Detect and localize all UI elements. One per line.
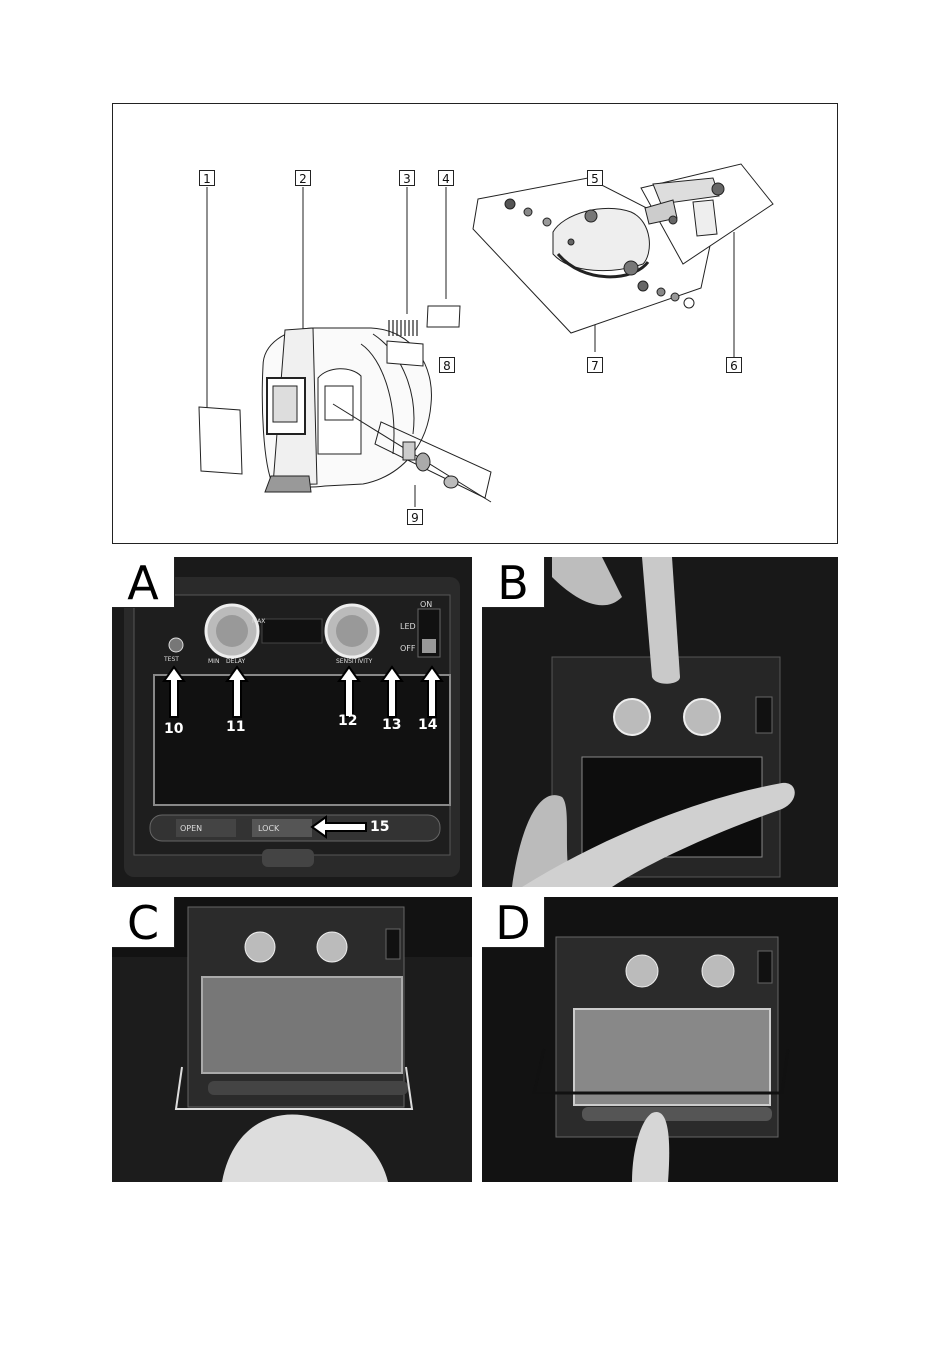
on-label: ON <box>420 600 432 609</box>
photo-panel-d: D <box>482 897 838 1182</box>
part-number-2: 2 <box>295 170 311 186</box>
part-number-6: 6 <box>726 357 742 373</box>
photo-panel-c: C <box>112 897 472 1182</box>
panel-label-a: A <box>112 557 175 608</box>
photo-panel-a: ON LED OFF OPEN LOCK MIN MAX DELAY SENSI… <box>112 557 472 887</box>
sensitivity-label: SENSITIVITY <box>336 658 373 665</box>
part-number-8: 8 <box>439 357 455 373</box>
test-label: TEST <box>163 656 179 663</box>
callout-11: 11 <box>226 719 245 735</box>
open-label: OPEN <box>180 824 202 833</box>
part-number-7: 7 <box>587 357 603 373</box>
lock-label: LOCK <box>258 824 280 833</box>
min-label: MIN <box>208 658 219 665</box>
photo-panel-b: B <box>482 557 838 887</box>
panel-label-b: B <box>482 557 545 608</box>
off-label: OFF <box>400 644 416 653</box>
part-number-1: 1 <box>199 170 215 186</box>
led-label: LED <box>400 622 416 631</box>
callout-10: 10 <box>164 721 183 737</box>
part-number-3: 3 <box>399 170 415 186</box>
delay-label: DELAY <box>226 658 246 665</box>
part-number-5: 5 <box>587 170 603 186</box>
callout-15: 15 <box>370 819 389 835</box>
panel-label-d: D <box>482 897 545 948</box>
callout-12: 12 <box>338 713 357 729</box>
panel-label-c: C <box>112 897 175 948</box>
callout-13: 13 <box>382 717 401 733</box>
part-number-9: 9 <box>407 509 423 525</box>
max-label: MAX <box>252 618 265 625</box>
helmet-exploded-drawing <box>113 104 839 545</box>
part-number-4: 4 <box>438 170 454 186</box>
callout-14: 14 <box>418 717 437 733</box>
exploded-parts-diagram: 1 2 3 4 5 6 7 8 9 <box>112 103 838 544</box>
